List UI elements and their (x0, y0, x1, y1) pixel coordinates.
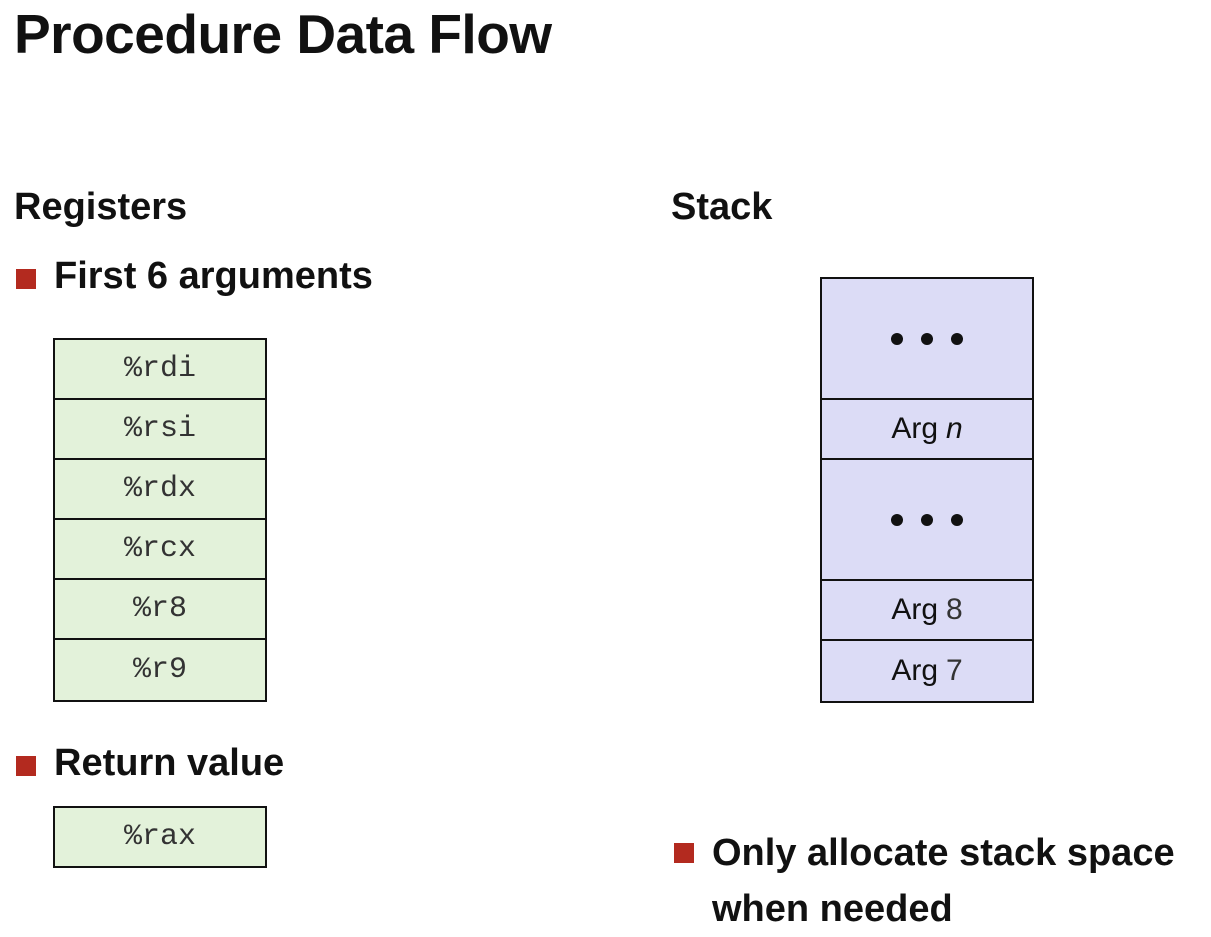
register-rax: %rax (53, 806, 267, 868)
stack-note-text: Only allocate stack space when needed (712, 832, 1175, 930)
return-bullet: Return value (16, 742, 284, 785)
register-rcx: %rcx (55, 520, 265, 580)
stack-note-bullet: Only allocate stack space when needed (674, 825, 1175, 937)
bullet-square-icon (16, 756, 36, 776)
ellipsis-icon (891, 513, 963, 526)
register-r9: %r9 (55, 640, 265, 700)
register-rdi: %rdi (55, 340, 265, 400)
register-rsi: %rsi (55, 400, 265, 460)
argument-registers: %rdi %rsi %rdx %rcx %r8 %r9 (53, 338, 267, 702)
bullet-square-icon (16, 269, 36, 289)
bullet-square-icon (674, 843, 694, 863)
ellipsis-icon (891, 332, 963, 345)
stack-ellipsis-top (822, 279, 1032, 400)
stack-heading: Stack (671, 186, 773, 228)
return-bullet-text: Return value (54, 742, 285, 784)
page-title: Procedure Data Flow (14, 3, 552, 65)
args-bullet-text: First 6 arguments (54, 255, 373, 297)
registers-heading: Registers (14, 186, 188, 228)
register-rdx: %rdx (55, 460, 265, 520)
register-r8: %r8 (55, 580, 265, 640)
args-bullet: First 6 arguments (16, 255, 373, 298)
stack-ellipsis-middle (822, 460, 1032, 581)
